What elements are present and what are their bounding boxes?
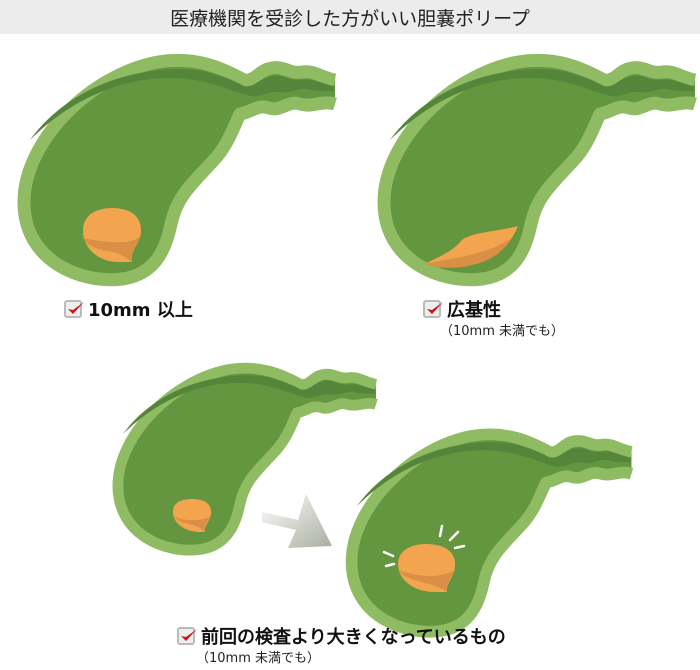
title: 医療機関を受診した方がいい胆嚢ポリープ: [0, 0, 700, 34]
criterion-note: （10mm 未満でも）: [196, 651, 321, 666]
gallbladder-large-polyp: [24, 60, 335, 279]
growth-spark-icon: [382, 524, 466, 568]
criterion-3: 前回の検査より大きくなっているもの: [177, 623, 506, 649]
criterion-label: 前回の検査より大きくなっているもの: [201, 627, 506, 648]
gallbladder-sessile-polyp: [384, 60, 695, 279]
gallbladder-small-polyp-before: [118, 368, 376, 550]
gallbladder-enlarged-polyp-after: [352, 434, 632, 631]
check-icon: [64, 300, 84, 318]
arrow-icon: [262, 494, 332, 548]
criterion-label: 広基性: [447, 300, 501, 321]
criterion-label: 10mm 以上: [88, 300, 193, 321]
criterion-note: （10mm 未満でも）: [440, 324, 565, 339]
polyp: [425, 226, 518, 267]
check-icon: [177, 627, 197, 645]
criterion-1: 10mm 以上: [64, 296, 193, 322]
criterion-2: 広基性: [423, 296, 501, 322]
check-icon: [423, 300, 443, 318]
